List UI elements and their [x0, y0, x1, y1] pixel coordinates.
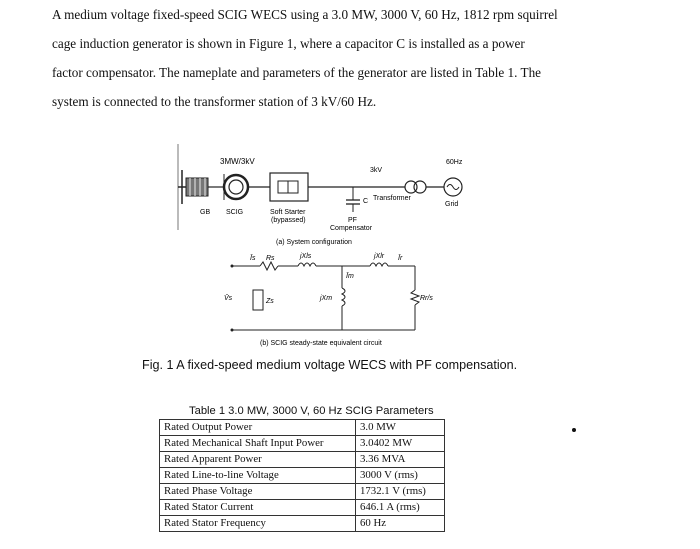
value-cell: 3.0 MW [355, 419, 445, 436]
subfigure-a-caption: (a) System configuration [276, 239, 352, 246]
paragraph-line: cage induction generator is shown in Fig… [52, 36, 525, 51]
param-cell: Rated Line-to-line Voltage [159, 467, 356, 484]
bullet-dot [572, 428, 576, 432]
value-cell: 60 Hz [355, 515, 445, 532]
is-label: Īs [250, 254, 256, 262]
param-cell: Rated Phase Voltage [159, 483, 356, 500]
xm-label: jXm [319, 295, 332, 302]
param-cell: Rated Apparent Power [159, 451, 356, 468]
soft-starter-icon [269, 172, 309, 202]
param-cell: Rated Stator Current [159, 499, 356, 516]
wecs-figure: 3MW/3kV Soft Starter (bypassed) C PF Com… [177, 144, 463, 347]
vs-label: V̄s [224, 294, 233, 302]
table-title: Table 1 3.0 MW, 3000 V, 60 Hz SCIG Param… [189, 405, 434, 417]
soft-starter-label: Soft Starter [270, 209, 306, 216]
soft-starter-sublabel: (bypassed) [271, 217, 306, 224]
subfigure-b-caption: (b) SCIG steady-state equivalent circuit [260, 340, 382, 347]
gb-label: GB [200, 209, 210, 216]
param-cell: Rated Mechanical Shaft Input Power [159, 435, 356, 452]
rr-label: Rr/s [420, 295, 433, 302]
figure-caption: Fig. 1 A fixed-speed medium voltage WECS… [142, 358, 518, 372]
xls-label: jXls [299, 253, 312, 260]
paragraph-line: system is connected to the transformer s… [52, 94, 377, 109]
capacitor-icon [346, 187, 360, 212]
parameters-table-block: Table 1 3.0 MW, 3000 V, 60 Hz SCIG Param… [159, 403, 445, 532]
zs-label: Zs [265, 298, 274, 305]
paragraph-line: factor compensator. The nameplate and pa… [52, 65, 542, 80]
paragraph-line: A medium voltage fixed-speed SCIG WECS u… [52, 7, 558, 22]
value-cell: 3000 V (rms) [355, 467, 445, 484]
equivalent-circuit [230, 260, 421, 332]
rs-label: Rs [266, 255, 275, 262]
freq-label: 60Hz [446, 159, 463, 166]
xlr-label: jXlr [373, 253, 385, 260]
rating-label: 3MW/3kV [220, 157, 255, 166]
scig-label: SCIG [226, 209, 243, 216]
param-cell: Rated Stator Frequency [159, 515, 356, 532]
grid-label: Grid [445, 201, 458, 208]
transformer-icon [404, 180, 427, 194]
pf-label: PF [348, 217, 357, 224]
im-label: Īm [346, 272, 354, 280]
param-cell: Rated Output Power [159, 419, 356, 436]
pf-sublabel: Compensator [330, 225, 373, 232]
voltage-label: 3kV [370, 167, 382, 174]
value-cell: 646.1 A (rms) [355, 499, 445, 516]
value-cell: 1732.1 V (rms) [355, 483, 445, 500]
capacitor-label: C [363, 198, 368, 205]
generator-icon [208, 173, 250, 201]
transformer-label: Transformer [373, 195, 412, 202]
problem-paragraph: A medium voltage fixed-speed SCIG WECS u… [52, 0, 612, 116]
value-cell: 3.0402 MW [355, 435, 445, 452]
gearbox-icon [178, 170, 209, 204]
value-cell: 3.36 MVA [355, 451, 445, 468]
grid-source-icon [443, 177, 463, 197]
ir-label: Īr [398, 254, 403, 262]
